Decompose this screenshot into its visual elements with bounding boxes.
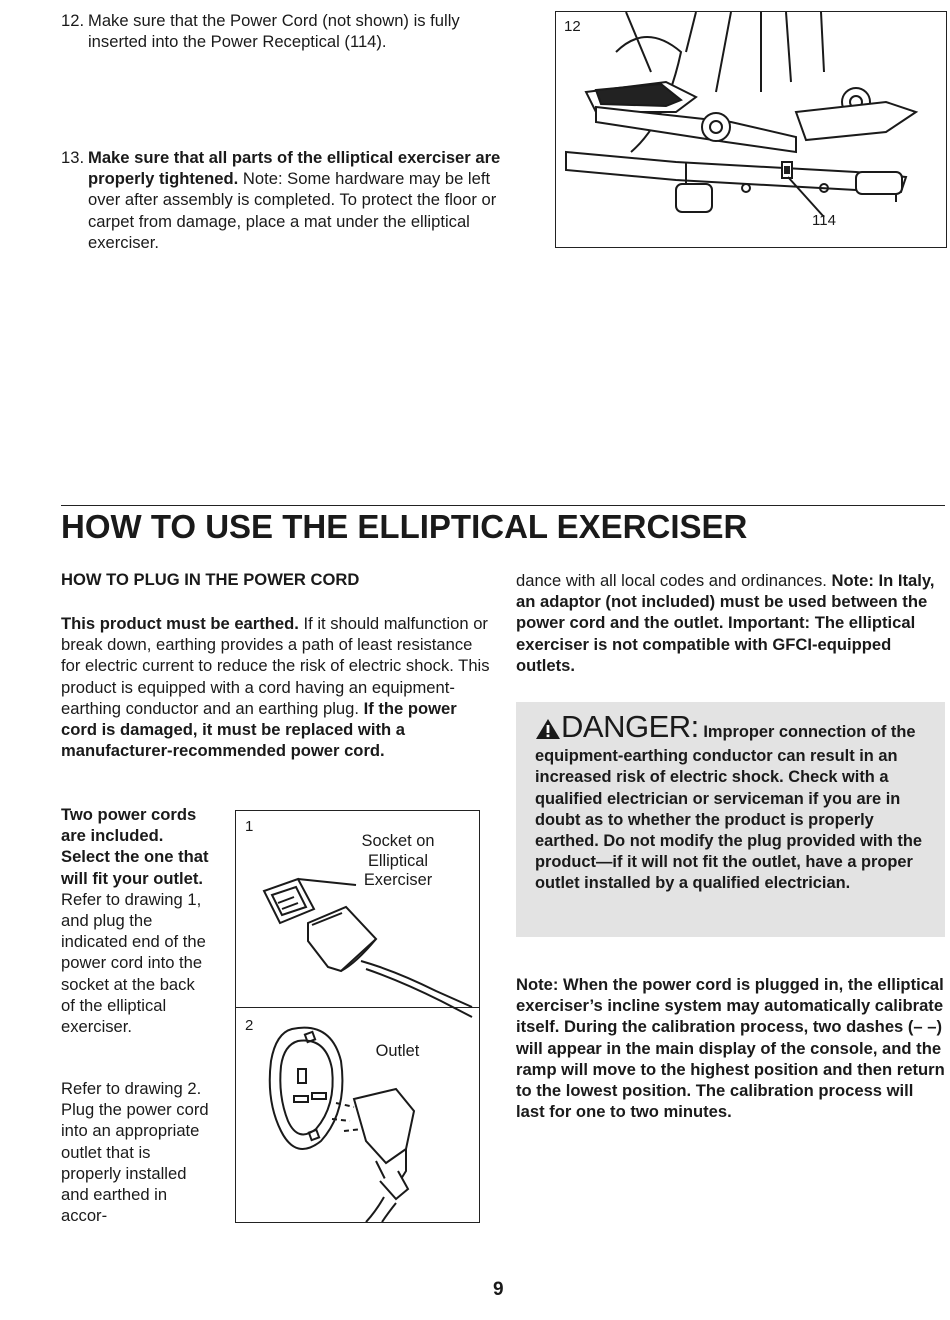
part-label-114: 114 <box>812 212 836 229</box>
section-rule <box>61 505 945 506</box>
step-text: Make sure that all parts of the elliptic… <box>88 147 503 253</box>
step-normal-text: Note: Some hardware may be left over aft… <box>88 169 497 252</box>
step-number: 12. <box>61 11 85 30</box>
earthing-text: If it should malfunction or break down, … <box>61 614 490 718</box>
danger-text: Improper connection of the equipment-ear… <box>535 723 922 893</box>
socket-callout: Socket on Elliptical Exerciser <box>348 832 448 891</box>
earthing-paragraph: This product must be earthed. If it shou… <box>61 613 491 761</box>
step-number: 13. <box>61 148 85 167</box>
step-13: 13. Make sure that all parts of the elli… <box>61 147 503 253</box>
italy-important-note: Note: In Italy, an adaptor (not included… <box>516 571 935 675</box>
danger-label: DANGER: <box>561 709 699 744</box>
drawing-2-number: 2 <box>245 1017 254 1034</box>
figure-divider <box>236 1007 479 1008</box>
elliptical-base-illustration <box>565 12 919 218</box>
power-cord-figure: 1 2 Socket on Elliptical Exerciser Outle… <box>235 810 480 1223</box>
two-cords-text: Refer to drawing 1, and plug the indicat… <box>61 889 206 1037</box>
outlet-callout: Outlet <box>375 1042 420 1060</box>
danger-box: DANGER: Improper connection of the equip… <box>516 702 945 937</box>
socket-callout-line2: Elliptical <box>367 851 429 870</box>
figure-number: 12 <box>564 18 581 35</box>
section-title: HOW TO USE THE ELLIPTICAL EXERCISER <box>61 508 748 545</box>
warning-triangle-icon <box>535 718 561 746</box>
damaged-cord-warning: If the power cord is damaged, it must be… <box>61 698 457 761</box>
step-bold-text: Make sure that all parts of the elliptic… <box>88 148 501 189</box>
calibration-note: Note: When the power cord is plugged in,… <box>516 975 945 1122</box>
ordinances-continuation: dance with all local codes and ordinance… <box>516 571 832 590</box>
socket-callout-line1: Socket on <box>361 832 435 850</box>
step-text: Make sure that the Power Cord (not shown… <box>88 11 460 52</box>
figure-12: 12 <box>555 11 947 248</box>
danger-content: DANGER: Improper connection of the equip… <box>535 711 935 895</box>
cord-illustration <box>262 877 473 1222</box>
subheading: HOW TO PLUG IN THE POWER CORD <box>61 570 360 589</box>
drawing-1-number: 1 <box>245 818 254 835</box>
earthing-bold: This product must be earthed. <box>61 614 299 633</box>
page-number: 9 <box>493 1279 504 1300</box>
step-12: 12. Make sure that the Power Cord (not s… <box>61 10 491 52</box>
socket-callout-line3: Exerciser <box>363 871 433 889</box>
two-cords-paragraph: Two power cords are included. Select the… <box>61 804 211 1037</box>
drawing-2-paragraph: Refer to drawing 2. Plug the power cord … <box>61 1079 209 1226</box>
two-cords-bold: Two power cords are included. Select the… <box>61 805 209 888</box>
right-column-text: dance with all local codes and ordinance… <box>516 570 945 676</box>
